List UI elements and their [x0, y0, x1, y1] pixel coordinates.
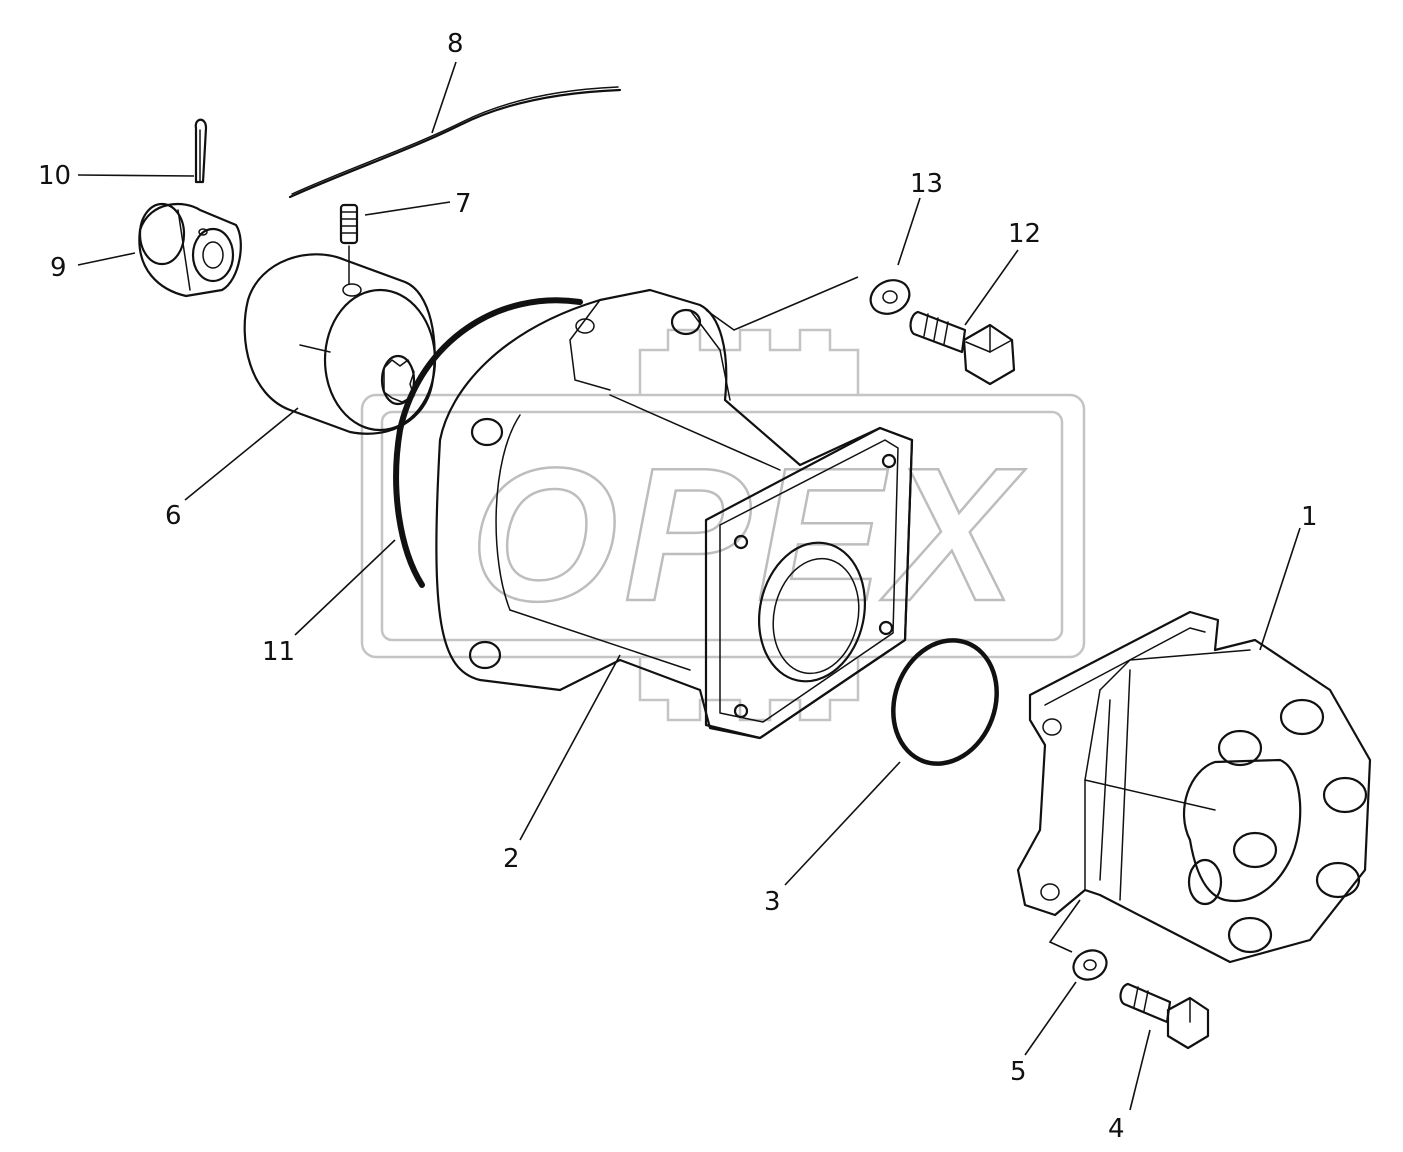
alignment-lines — [705, 276, 1081, 953]
callout-2: 2 — [503, 844, 520, 874]
set-screw-part — [339, 203, 359, 285]
cotter-pin-part — [194, 118, 208, 184]
callout-labels: 1 2 3 4 5 6 7 8 9 10 11 12 13 — [38, 29, 1318, 1144]
callout-6: 6 — [165, 501, 182, 531]
washer-lower-part — [1072, 949, 1108, 981]
callout-13: 13 — [910, 169, 943, 199]
callout-11: 11 — [262, 637, 295, 667]
housing-part — [435, 288, 914, 740]
bolt-upper-part — [909, 310, 1016, 386]
callout-10: 10 — [38, 161, 71, 191]
callout-8: 8 — [447, 29, 464, 59]
watermark-text: OPEX — [470, 429, 1026, 641]
callout-12: 12 — [1008, 219, 1041, 249]
watermark: OPEX — [360, 328, 1086, 722]
gear-pump-part — [1016, 610, 1372, 964]
small-o-ring-part — [891, 638, 999, 766]
large-o-ring-part — [393, 297, 583, 588]
callout-4: 4 — [1108, 1114, 1125, 1144]
washer-upper-part — [869, 279, 911, 315]
callout-7: 7 — [455, 189, 472, 219]
callout-3: 3 — [764, 887, 781, 917]
castle-nut-part — [138, 202, 242, 298]
callout-1: 1 — [1301, 502, 1318, 532]
bolt-lower-part — [1119, 982, 1210, 1050]
callout-5: 5 — [1010, 1057, 1027, 1087]
leader-lines — [77, 61, 1301, 1111]
wire-part — [288, 86, 622, 199]
callout-9: 9 — [50, 253, 67, 283]
